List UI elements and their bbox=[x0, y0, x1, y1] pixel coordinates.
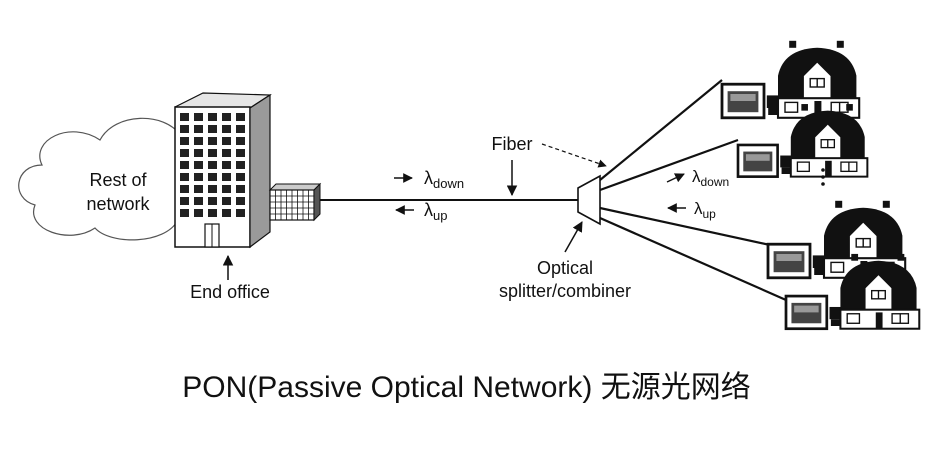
branch-downstream-arrow bbox=[666, 173, 685, 183]
building-window bbox=[194, 209, 203, 217]
lambda-up-label: λup bbox=[424, 200, 447, 223]
building-window bbox=[222, 209, 231, 217]
end-office-building bbox=[174, 92, 272, 249]
building-window bbox=[194, 137, 203, 145]
more-houses-ellipsis bbox=[821, 168, 825, 186]
building-window bbox=[236, 125, 245, 133]
building-window bbox=[194, 173, 203, 181]
building-window bbox=[222, 161, 231, 169]
house-1-icon bbox=[720, 39, 861, 120]
building-window bbox=[236, 113, 245, 121]
end-office-label: End office bbox=[190, 282, 270, 302]
distribution-fibers bbox=[599, 79, 787, 302]
building-window bbox=[222, 113, 231, 121]
building-window bbox=[208, 113, 217, 121]
fiber-label: Fiber bbox=[491, 134, 532, 154]
building-window bbox=[208, 125, 217, 133]
building-window bbox=[208, 185, 217, 193]
branch-lambda-up-label: λup bbox=[694, 199, 716, 221]
fiber-arrow-to-branches bbox=[541, 143, 607, 168]
building-window bbox=[180, 197, 189, 205]
splitter-label-line1: Optical bbox=[537, 258, 593, 278]
cloud-label-line2: network bbox=[86, 194, 150, 214]
building-window bbox=[222, 185, 231, 193]
building-window bbox=[208, 209, 217, 217]
building-window bbox=[180, 209, 189, 217]
building-window bbox=[222, 137, 231, 145]
building-window bbox=[180, 113, 189, 121]
building-window bbox=[222, 149, 231, 157]
building-window bbox=[236, 137, 245, 145]
cloud-label-line1: Rest of bbox=[89, 170, 147, 190]
building-window bbox=[208, 137, 217, 145]
building-window bbox=[236, 209, 245, 217]
diagram-caption: PON(Passive Optical Network) 无源光网络 bbox=[182, 371, 751, 404]
building-window bbox=[236, 197, 245, 205]
building-window bbox=[194, 125, 203, 133]
building-window bbox=[236, 185, 245, 193]
building-window bbox=[208, 161, 217, 169]
building-window bbox=[180, 161, 189, 169]
building-window bbox=[194, 197, 203, 205]
building-window bbox=[236, 161, 245, 169]
building-window bbox=[236, 173, 245, 181]
building-window bbox=[180, 137, 189, 145]
building-window bbox=[208, 197, 217, 205]
building-window bbox=[208, 173, 217, 181]
building-window bbox=[222, 173, 231, 181]
splitter-label-line2: splitter/combiner bbox=[499, 281, 631, 301]
building-window bbox=[208, 149, 217, 157]
building-window bbox=[180, 125, 189, 133]
building-window bbox=[194, 185, 203, 193]
building-window bbox=[194, 113, 203, 121]
building-window bbox=[222, 125, 231, 133]
building-window bbox=[194, 149, 203, 157]
lambda-down-label: λdown bbox=[424, 168, 464, 191]
building-window bbox=[180, 185, 189, 193]
building-window bbox=[180, 149, 189, 157]
building-window bbox=[222, 197, 231, 205]
building-window bbox=[194, 161, 203, 169]
branch-lambda-down-label: λdown bbox=[692, 167, 729, 189]
olt-equipment-icon bbox=[268, 182, 322, 222]
optical-splitter-icon bbox=[577, 174, 601, 226]
splitter-arrow bbox=[564, 221, 583, 253]
building-window bbox=[180, 173, 189, 181]
building-window bbox=[236, 149, 245, 157]
